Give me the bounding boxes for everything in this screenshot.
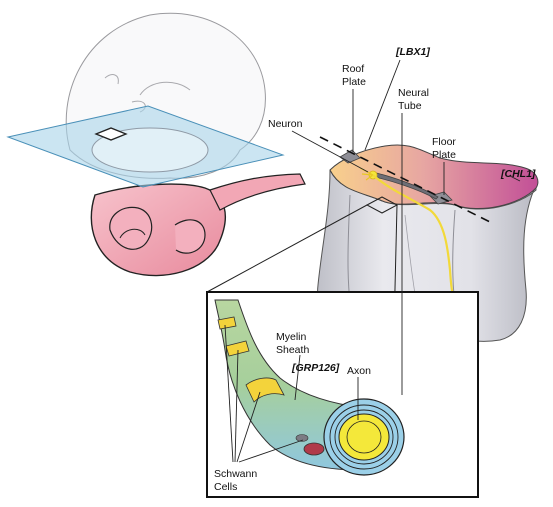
embryo-illustration <box>6 12 306 277</box>
label-chl1: [CHL1] <box>500 168 536 180</box>
leader-lines <box>291 59 521 395</box>
label-schwann-cells-line1: Schwann <box>214 468 257 480</box>
labels: Roof Plate [LBX1] Neural Tube Neuron Flo… <box>214 46 536 493</box>
label-grp126: [GRP126] <box>291 362 340 374</box>
label-myelin-sheath-line2: Sheath <box>276 344 309 356</box>
myelinated-axon-inset <box>206 291 479 498</box>
label-neuron: Neuron <box>268 118 303 130</box>
label-neural-tube-line1: Neural <box>398 87 429 99</box>
label-floor-plate-line1: Floor <box>432 136 456 148</box>
label-axon: Axon <box>347 365 371 377</box>
label-neural-tube-line2: Tube <box>398 100 422 112</box>
label-roof-plate-line1: Roof <box>342 63 364 75</box>
label-lbx1: [LBX1] <box>395 46 430 58</box>
label-myelin-sheath-line1: Myelin <box>276 331 307 343</box>
label-roof-plate-line2: Plate <box>342 76 366 88</box>
label-floor-plate-line2: Plate <box>432 149 456 161</box>
label-schwann-cells-line2: Cells <box>214 481 237 493</box>
